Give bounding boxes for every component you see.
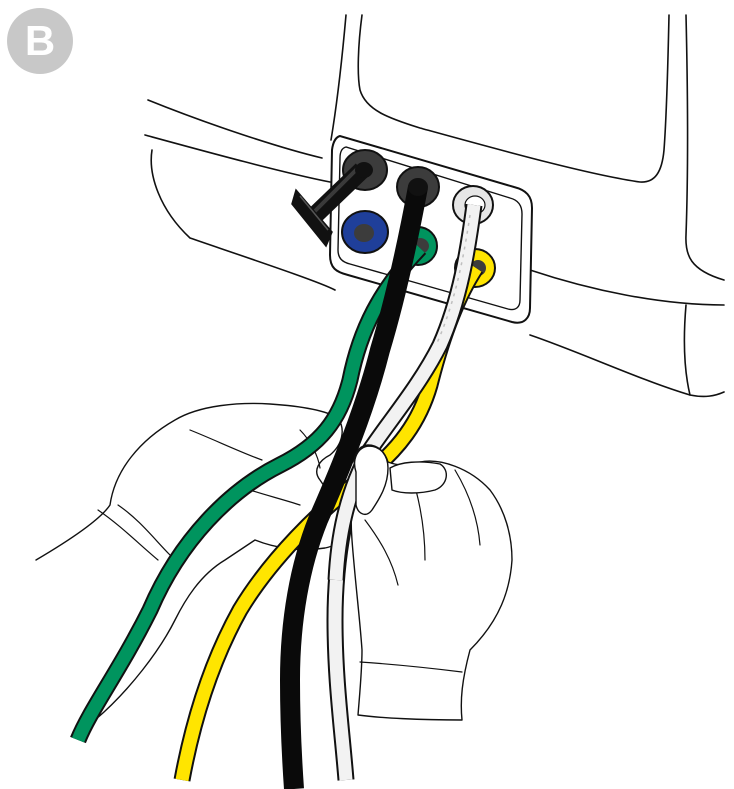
body-back-edge [148, 100, 322, 158]
port-blue [342, 211, 388, 253]
body-left-frame [331, 15, 346, 140]
body-right-frame [686, 15, 724, 280]
body-bottom-right-corner [684, 305, 690, 395]
body-bottom-right [530, 335, 724, 396]
body-top-left-edge [145, 135, 330, 182]
body-bottom-edge [530, 270, 724, 305]
